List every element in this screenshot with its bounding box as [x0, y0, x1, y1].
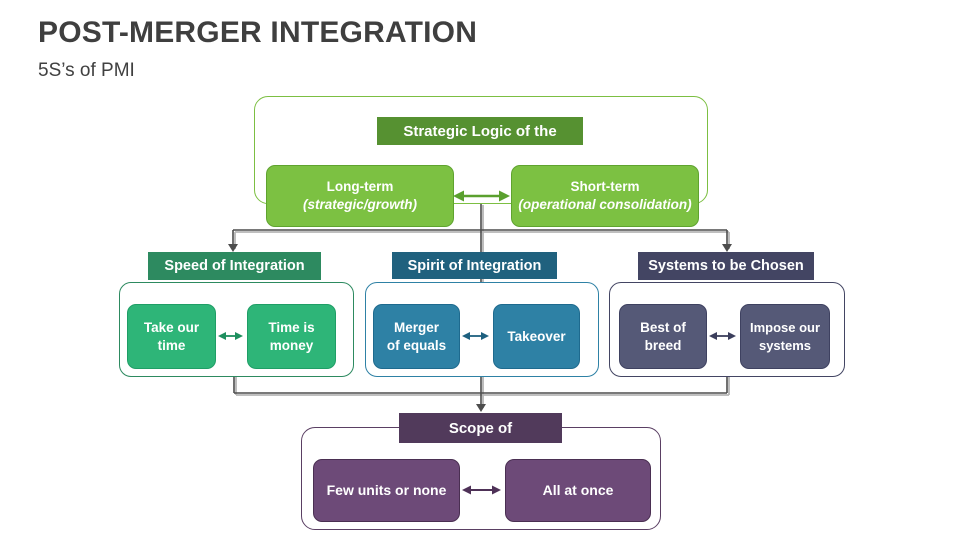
scope-header: Scope of	[399, 413, 562, 443]
long-term-sublabel: (strategic/growth)	[302, 197, 417, 212]
systems-header: Systems to be Chosen	[638, 252, 814, 280]
merger-of-equals-box: Merger of equals	[373, 304, 460, 369]
merger-label: Merger	[393, 319, 439, 335]
short-term-box: Short-term (operational consolidation)	[511, 165, 699, 227]
take-our-time-label2: time	[157, 337, 186, 353]
time-is-money-box: Time is money	[247, 304, 336, 369]
long-term-label: Long-term	[326, 179, 394, 195]
connector-arrowhead-icons	[228, 244, 732, 412]
short-term-label: Short-term	[570, 179, 640, 195]
down-arrow-icon-systems	[722, 244, 732, 252]
impose-label: Impose our	[749, 320, 821, 336]
page-title: POST-MERGER INTEGRATION	[38, 16, 478, 49]
speed-header: Speed of Integration	[148, 252, 321, 280]
few-units-box: Few units or none	[313, 459, 460, 522]
down-arrow-icon-speed	[228, 244, 238, 252]
all-at-once-label: All at once	[542, 482, 614, 499]
best-of-breed-label2: breed	[644, 337, 682, 353]
impose-label2: systems	[758, 337, 812, 353]
all-at-once-box: All at once	[505, 459, 651, 522]
page-subtitle: 5S’s of PMI	[38, 60, 135, 81]
takeover-label: Takeover	[507, 328, 566, 344]
strategic-section-container	[254, 96, 708, 204]
down-arrow-icon-scope	[476, 404, 486, 412]
spirit-header: Spirit of Integration	[392, 252, 557, 279]
takeover-box: Takeover	[493, 304, 580, 369]
long-term-box: Long-term (strategic/growth)	[266, 165, 454, 227]
impose-our-systems-box: Impose our systems	[740, 304, 830, 369]
take-our-time-label: Take our	[143, 319, 200, 335]
time-is-money-label2: money	[269, 337, 314, 353]
best-of-breed-label: Best of	[640, 319, 686, 335]
short-term-sublabel: (operational consolidation)	[518, 197, 692, 212]
time-is-money-label: Time is	[268, 319, 315, 335]
merger-label2: of equals	[386, 337, 447, 353]
take-our-time-box: Take our time	[127, 304, 216, 369]
best-of-breed-box: Best of breed	[619, 304, 707, 369]
few-units-label: Few units or none	[326, 482, 447, 499]
strategic-header: Strategic Logic of the	[377, 117, 583, 145]
